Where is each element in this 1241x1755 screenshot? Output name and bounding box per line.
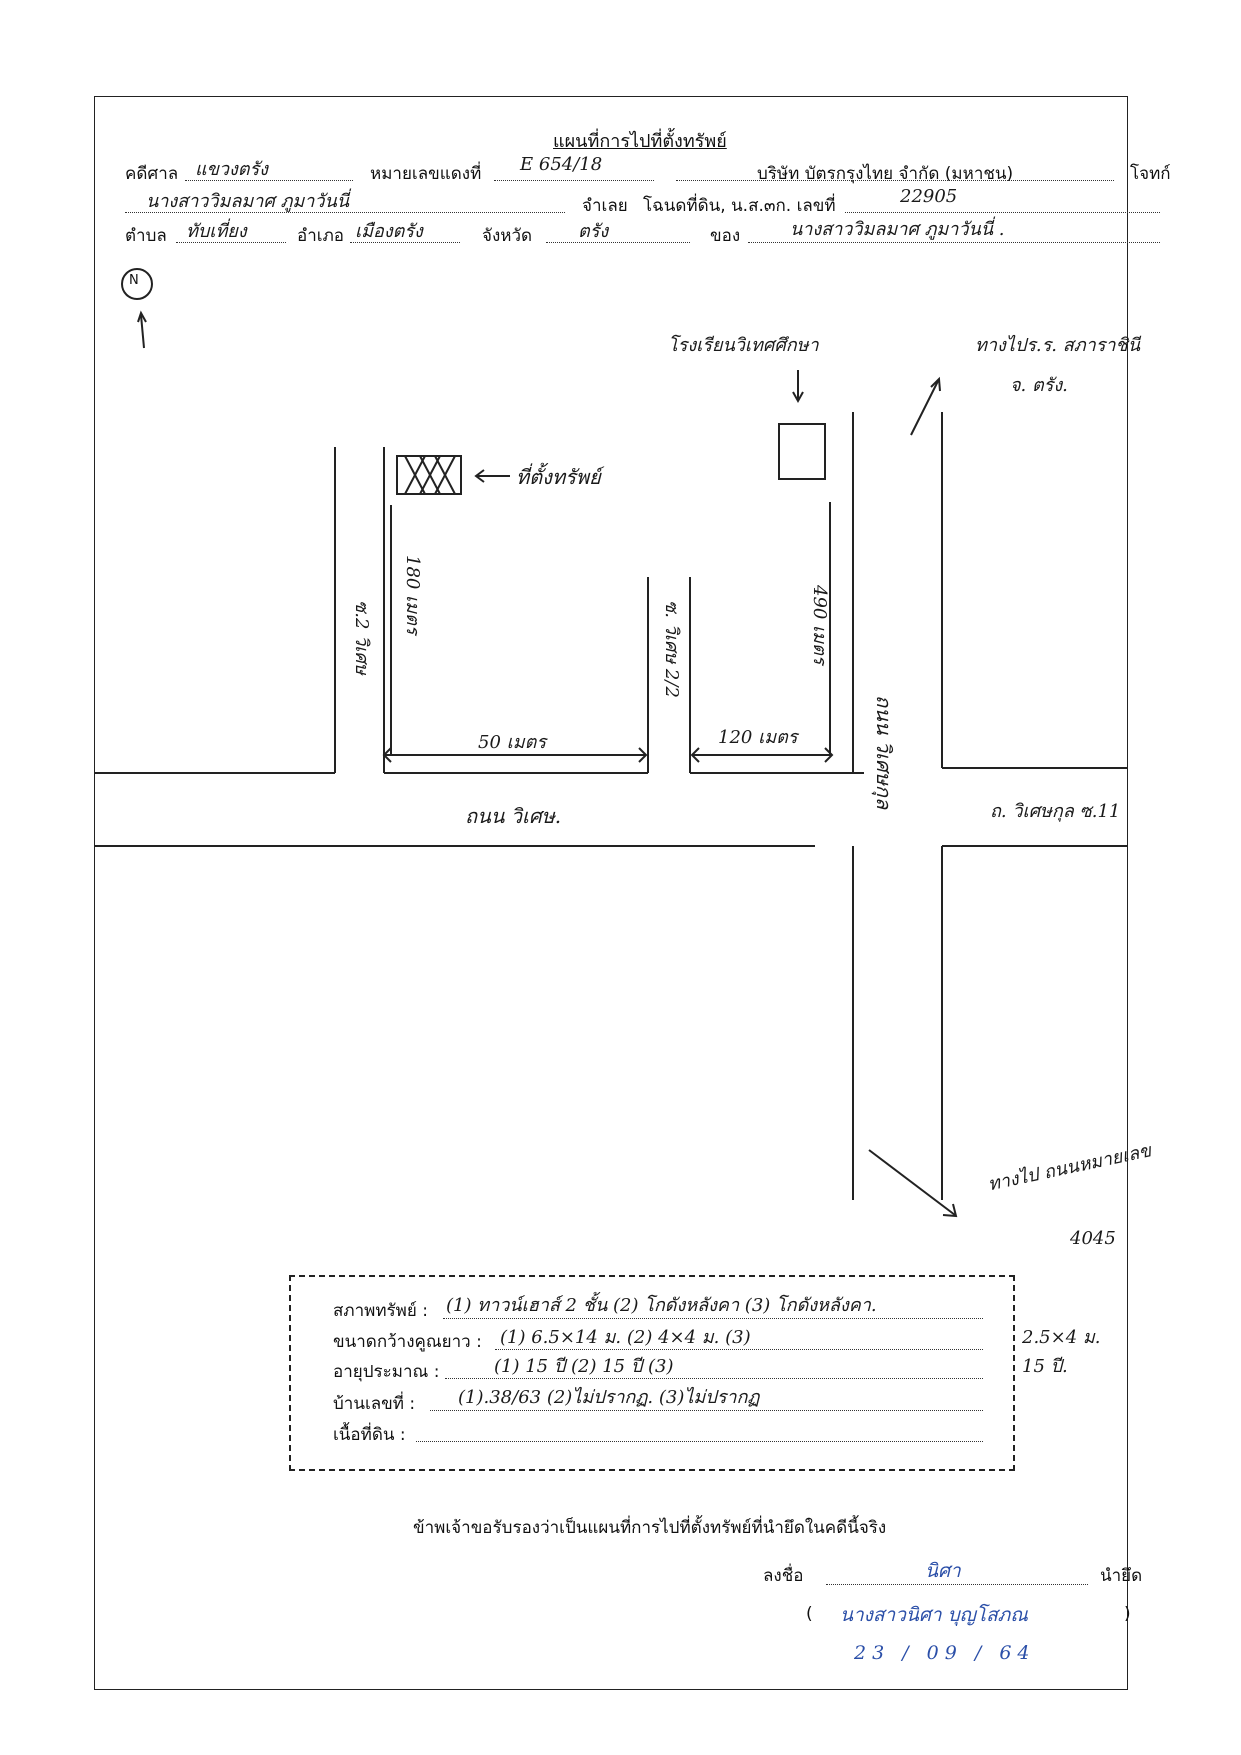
district-value: เมืองตรัง: [355, 221, 423, 242]
defendant-value: นางสาววิมลมาศ ภูมาวันนี่: [146, 191, 350, 212]
court-value: แขวงตรัง: [195, 159, 268, 180]
province-label: จังหวัด: [482, 226, 533, 246]
dist-490-label: 490 เมตร: [809, 585, 830, 665]
signer-name: นางสาวนิศา บุญโสภณ: [840, 1604, 1028, 1626]
dist-180-label: 180 เมตร: [402, 555, 423, 635]
school-marker: [778, 423, 826, 480]
road-vertical-label: ถนน วิเศษกุล: [872, 695, 896, 810]
condition-label: สภาพทรัพย์ :: [333, 1301, 428, 1321]
province-value: ตรัง: [578, 221, 609, 242]
subdistrict-value: ทับเที่ยง: [186, 221, 247, 242]
size-value: (1) 6.5×14 ม. (2) 4×4 ม. (3): [500, 1327, 751, 1348]
dist-120-label: 120 เมตร: [718, 727, 798, 748]
house-no-value: (1).38/63 (2)ไม่ปรากฏ. (3)ไม่ปรากฏ: [458, 1387, 760, 1408]
road-main-label: ถนน วิเศษ.: [465, 804, 562, 828]
page-title: แผนที่การไปที่ตั้งทรัพย์: [553, 131, 727, 152]
paren-close: ): [1124, 1604, 1131, 1624]
road-left-label: ซ.2 วิเศษ: [351, 600, 372, 675]
dist-50-label: 50 เมตร: [478, 732, 547, 753]
north-label: N: [129, 273, 139, 288]
size-label: ขนาดกว้างคูณยาว :: [333, 1332, 482, 1352]
property-label: ที่ตั้งทรัพย์: [516, 465, 601, 489]
owner-value: นางสาววิมลมาศ ภูมาวันนี่ .: [790, 219, 1005, 240]
north-arrow-shaft: [140, 314, 145, 349]
age-value: (1) 15 ปี (2) 15 ปี (3): [494, 1356, 674, 1377]
district-label: อำเภอ: [297, 226, 344, 246]
to-school-label-2: จ. ตรัง.: [1010, 375, 1068, 396]
details-box: [289, 1275, 1015, 1471]
owner-label: ของ: [710, 226, 741, 246]
north-circle: [121, 268, 153, 300]
seizer-label: นำยึด: [1100, 1566, 1143, 1586]
subdistrict-label: ตำบล: [125, 226, 167, 246]
property-marker: [396, 455, 462, 495]
north-arrow-head: [137, 310, 147, 323]
certification-text: ข้าพเจ้าขอรับรองว่าเป็นแผนที่การไปที่ตั้…: [413, 1518, 887, 1538]
land-label: เนื้อที่ดิน :: [333, 1425, 406, 1445]
house-no-label: บ้านเลขที่ :: [333, 1394, 416, 1414]
paren-open: (: [806, 1604, 813, 1624]
to-school-arrow: [910, 380, 939, 436]
road-mid-label: ซ. วิเศษ 2/2: [661, 600, 682, 698]
deed-value: 22905: [900, 186, 958, 207]
age-label: อายุประมาณ :: [333, 1362, 440, 1382]
school-label: โรงเรียนวิเทศศึกษา: [668, 335, 819, 356]
road-right-label: ถ. วิเศษกุล ซ.11: [990, 801, 1121, 822]
court-label: คดีศาล: [125, 164, 179, 184]
condition-value: (1) ทาวน์เฮาส์ 2 ชั้น (2) โกดังหลังคา (3…: [446, 1295, 877, 1316]
defendant-label: จำเลย: [582, 196, 628, 216]
size-extra: 2.5×4 ม.: [1022, 1327, 1101, 1348]
age-extra: 15 ปี.: [1022, 1356, 1068, 1377]
highway-no-label: 4045: [1070, 1228, 1116, 1249]
sign-date: 23 / 09 / 64: [854, 1642, 1036, 1664]
case-no-value: E 654/18: [520, 154, 603, 175]
case-no-label: หมายเลขแดงที่: [370, 164, 482, 184]
sign-label: ลงชื่อ: [763, 1566, 804, 1586]
deed-label: โฉนดที่ดิน, น.ส.๓ก. เลขที่: [643, 196, 836, 216]
signature-mark: นิศา: [925, 1560, 961, 1582]
plaintiff-label: โจทก์: [1130, 164, 1171, 184]
to-highway-arrow: [868, 1149, 956, 1216]
document-frame: [94, 96, 1128, 1690]
plaintiff-value: บริษัท บัตรกรุงไทย จำกัด (มหาชน): [757, 164, 1014, 184]
to-school-label: ทางไปร.ร. สภาราชินี: [975, 335, 1140, 356]
